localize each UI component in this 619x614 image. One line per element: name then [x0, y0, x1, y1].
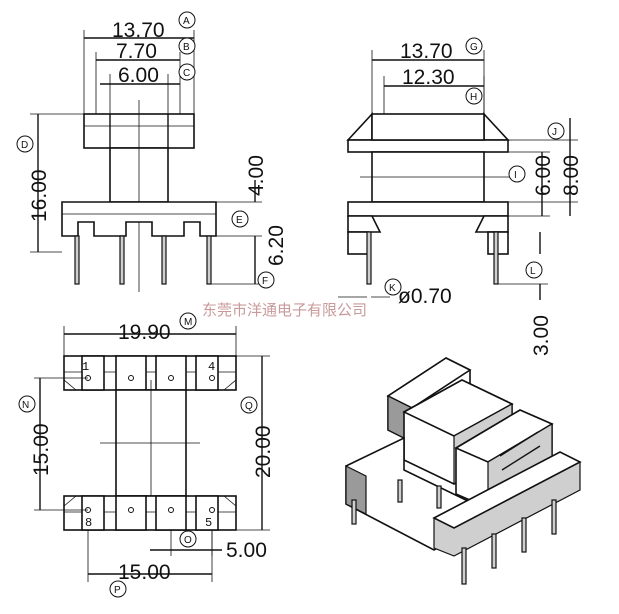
marker-g: G: [470, 42, 478, 53]
side-view: 13.70 G 12.30 H J 6.00 8.00 I L 3.00: [338, 37, 583, 356]
dim-c-value: 6.00: [118, 64, 159, 87]
dim-o-value: 5.00: [226, 539, 267, 562]
dim-i-value: 6.00: [532, 155, 555, 196]
dim-j-value: 8.00: [560, 155, 583, 196]
dim-h-value: 12.30: [402, 66, 455, 89]
marker-p: P: [114, 585, 121, 596]
marker-f: F: [262, 276, 268, 287]
pin-label-1: 1: [82, 360, 89, 374]
isometric-view: [345, 357, 582, 585]
dim-n-value: 19.90: [118, 321, 171, 344]
marker-l: L: [530, 266, 536, 277]
marker-d: D: [21, 140, 28, 151]
marker-k: K: [389, 283, 396, 294]
marker-j: J: [552, 127, 557, 138]
dim-e-value: 6.20: [265, 225, 288, 266]
marker-h: H: [470, 92, 477, 103]
marker-e: E: [236, 215, 243, 226]
marker-q: Q: [245, 401, 253, 412]
marker-n: M: [184, 317, 192, 328]
pin-label-8: 8: [85, 516, 92, 530]
dim-e-upper-value: 4.00: [245, 155, 268, 196]
watermark: 东莞市洋通电子有限公司: [202, 301, 367, 319]
top-view: 1 4 8 5 19.90 M 15.00 N 20.00 Q 5.00 O: [18, 312, 275, 598]
dim-m-value: 15.00: [30, 423, 53, 476]
marker-i: I: [514, 170, 517, 181]
dim-k-value: ø0.70: [398, 285, 452, 308]
dim-d-value: 16.00: [28, 169, 51, 222]
marker-m: N: [22, 400, 29, 411]
dim-g-value: 13.70: [400, 40, 453, 63]
marker-c: C: [183, 68, 190, 79]
pin-label-4: 4: [208, 360, 215, 374]
marker-b: B: [183, 42, 190, 53]
marker-a: A: [183, 16, 190, 27]
dim-b-value: 7.70: [116, 40, 157, 63]
dim-a-value: 13.70: [112, 19, 165, 42]
dim-l-value: 3.00: [530, 315, 553, 356]
marker-o: O: [184, 535, 192, 546]
pin-label-5: 5: [205, 516, 212, 530]
dim-q-value: 20.00: [252, 425, 275, 478]
front-view: 13.70 A 7.70 B 6.00 C 16.00 D 4.00 6.20 …: [16, 11, 288, 292]
dim-p-value: 15.00: [118, 561, 171, 584]
